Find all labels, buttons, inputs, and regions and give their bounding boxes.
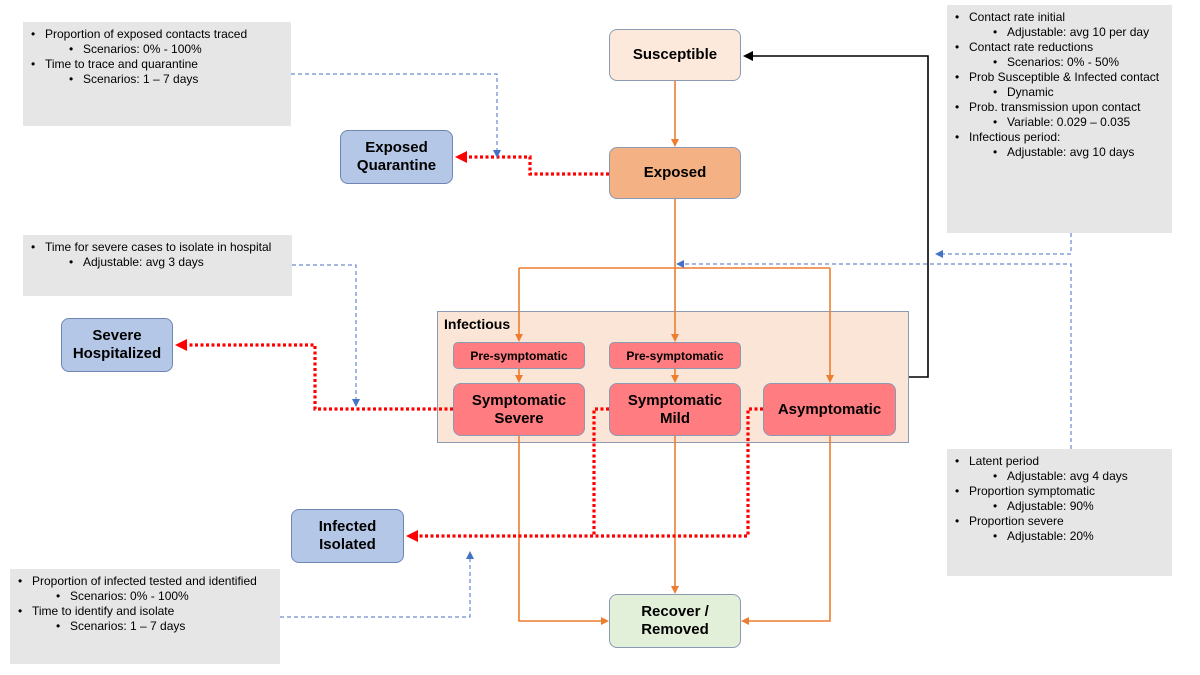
note-item: Time to trace and quarantine [31, 57, 285, 72]
flow-arrows [515, 81, 834, 625]
node-exposed[interactable]: Exposed [609, 147, 741, 199]
note-subitem: Variable: 0.029 – 0.035 [955, 115, 1166, 130]
arrow-asymptomatic-to-isolated [594, 407, 763, 538]
note-item: Latent period [955, 454, 1166, 469]
arrow-mild-to-isolated [406, 407, 609, 542]
note-subitem: Adjustable: avg 10 days [955, 145, 1166, 160]
link-tracing-note [291, 73, 501, 158]
note-subitem: Scenarios: 0% - 100% [18, 589, 274, 604]
arrow-exposed-to-quarantine [455, 151, 609, 176]
node-susceptible[interactable]: Susceptible [609, 29, 741, 81]
note-contact-tracing: Proportion of exposed contacts tracedSce… [23, 22, 291, 126]
note-subitem: Adjustable: avg 3 days [31, 255, 286, 270]
note-subitem: Adjustable: avg 4 days [955, 469, 1166, 484]
note-item: Time for severe cases to isolate in hosp… [31, 240, 286, 255]
note-testing-isolation: Proportion of infected tested and identi… [10, 569, 280, 664]
link-latent-note [676, 260, 1072, 449]
note-subitem: Adjustable: 20% [955, 529, 1166, 544]
note-item: Proportion symptomatic [955, 484, 1166, 499]
note-item: Proportion severe [955, 514, 1166, 529]
parameter-links [280, 73, 1072, 618]
note-contact-transmission: Contact rate initialAdjustable: avg 10 p… [947, 5, 1172, 233]
note-subitem: Adjustable: 90% [955, 499, 1166, 514]
note-subitem: Scenarios: 0% - 100% [31, 42, 285, 57]
note-subitem: Scenarios: 1 – 7 days [18, 619, 274, 634]
note-item: Infectious period: [955, 130, 1166, 145]
note-item: Prob Susceptible & Infected contact [955, 70, 1166, 85]
link-testing-note [280, 551, 474, 618]
infectious-label: Infectious [444, 316, 511, 332]
note-item: Prob. transmission upon contact [955, 100, 1166, 115]
isolation-arrows [175, 151, 763, 542]
link-contact-note [935, 233, 1072, 258]
node-asymptomatic[interactable]: Asymptomatic [763, 383, 896, 436]
note-item: Proportion of exposed contacts traced [31, 27, 285, 42]
note-item: Contact rate reductions [955, 40, 1166, 55]
note-subitem: Dynamic [955, 85, 1166, 100]
note-latent-symptoms: Latent periodAdjustable: avg 4 daysPropo… [947, 449, 1172, 576]
node-recover-removed[interactable]: Recover /Removed [609, 594, 741, 648]
note-item: Contact rate initial [955, 10, 1166, 25]
note-subitem: Scenarios: 0% - 50% [955, 55, 1166, 70]
note-hospital-isolation: Time for severe cases to isolate in hosp… [23, 235, 292, 296]
node-pre-symptomatic-mild-path[interactable]: Pre-symptomatic [609, 342, 741, 369]
node-pre-symptomatic-severe-path[interactable]: Pre-symptomatic [453, 342, 585, 369]
note-subitem: Scenarios: 1 – 7 days [31, 72, 285, 87]
arrow-severe-to-hospitalized [175, 339, 453, 411]
note-item: Time to identify and isolate [18, 604, 274, 619]
note-subitem: Adjustable: avg 10 per day [955, 25, 1166, 40]
arrow-infectious-feedback [743, 51, 929, 378]
arrow-asymptomatic-to-recover [741, 436, 831, 625]
link-hospital-note [292, 264, 360, 407]
arrow-severe-to-recover [518, 436, 609, 625]
note-item: Proportion of infected tested and identi… [18, 574, 274, 589]
